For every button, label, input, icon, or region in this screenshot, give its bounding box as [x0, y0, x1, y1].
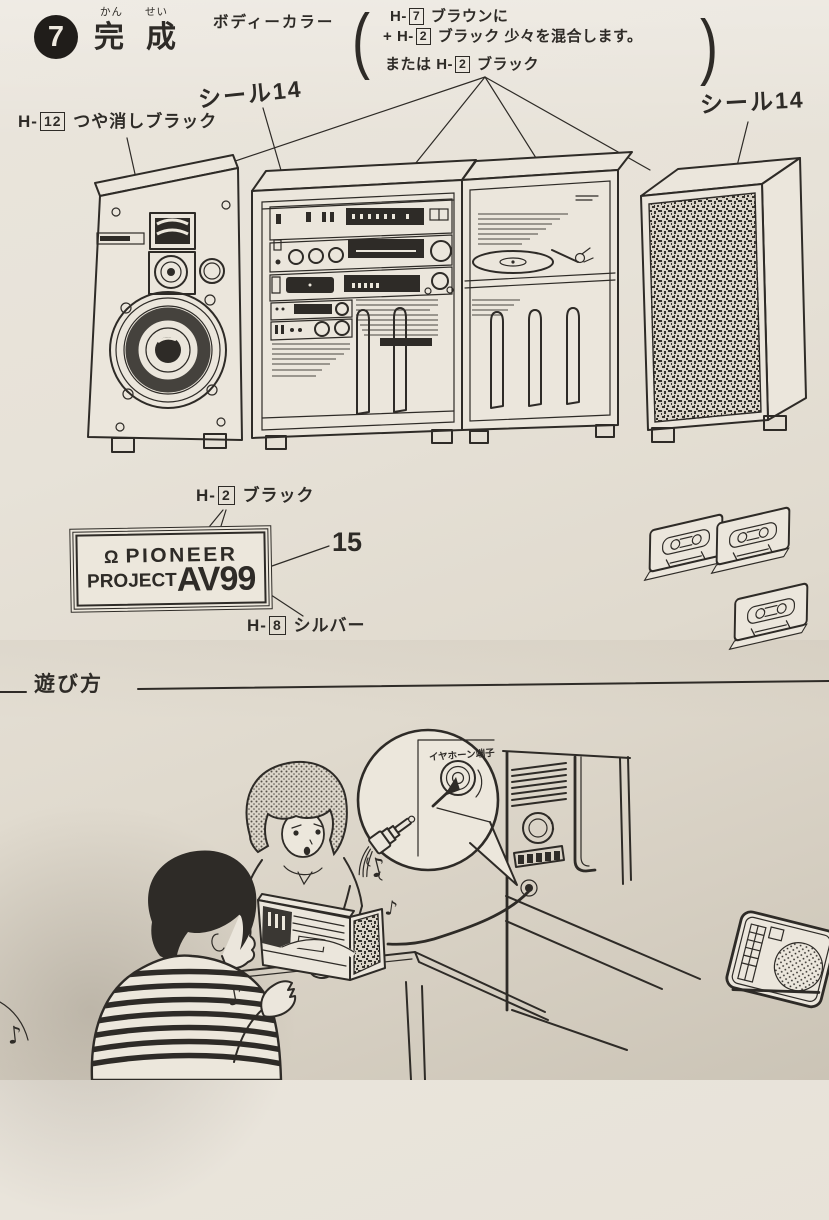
- amplifier-unit: [269, 234, 453, 273]
- matte-black-label: H-12 つや消しブラック: [18, 112, 218, 131]
- music-note-icon: ♪: [366, 852, 389, 885]
- paint-code-box: 12: [39, 112, 66, 131]
- paint-note-line2: + H-2 ブラック 少々を混合します。: [383, 28, 643, 45]
- audio-cord: [386, 889, 531, 946]
- eq-unit: [270, 299, 353, 321]
- furigana-sei: せい: [145, 6, 168, 18]
- paint-note-line3: または H-2 ブラック: [385, 56, 540, 73]
- paint-code-box: 8: [268, 616, 286, 635]
- large-stereo-unit: [502, 750, 701, 1051]
- record-dividers-right: [490, 307, 580, 409]
- boy-figure: [90, 850, 297, 1080]
- transistor-radio: [725, 910, 829, 1009]
- section-divider: [0, 680, 829, 693]
- pioneer-brand-text: PIONEER: [125, 543, 238, 568]
- center-cabinet-illustration: [251, 159, 477, 450]
- plate-core: Ω PIONEER PROJECT AV99: [75, 531, 267, 607]
- paint-code-box: 7: [408, 8, 425, 25]
- cassette-tapes-illustration: [643, 506, 809, 651]
- lid-shading: [478, 213, 568, 245]
- earphone-plug-icon: [358, 815, 416, 878]
- paint-note-line1: H-7 ブラウンに: [390, 8, 509, 25]
- paren-open: (: [352, 0, 370, 82]
- timer-unit: [270, 318, 353, 341]
- music-note-icon: ♪: [6, 1021, 24, 1050]
- black-label: H-2 ブラック: [196, 486, 315, 505]
- plate-inner-border: Ω PIONEER PROJECT AV99: [72, 528, 270, 610]
- illustration-canvas: .ln{stroke:#2e2b27;stroke-width:2;fill:n…: [0, 76, 829, 1080]
- model-stereo: [257, 893, 386, 981]
- cabinet-shading: [356, 299, 438, 336]
- play-section-heading: 遊び方: [34, 673, 103, 696]
- part-number-15: 15: [332, 527, 363, 557]
- play-scene-illustration: ♪ ♪ ♪ ♪: [0, 728, 829, 1080]
- step-number: 7: [47, 20, 65, 53]
- left-speaker-illustration: [87, 154, 243, 453]
- furigana-row: かん せい: [94, 6, 176, 19]
- girl-figure: [243, 760, 363, 979]
- music-note-icon: ♪: [383, 895, 399, 921]
- record-dividers: [356, 307, 407, 415]
- paren-close: ): [700, 6, 718, 88]
- sketch-fragment: [0, 1001, 29, 1041]
- step-title-text: 完 成: [94, 21, 176, 55]
- pioneer-logo-plate: Ω PIONEER PROJECT AV99: [69, 525, 273, 613]
- project-text: PROJECT: [86, 569, 177, 593]
- speech-bubble: [356, 728, 518, 886]
- paint-code-box: 2: [415, 28, 432, 45]
- turntable-cabinet-illustration: [461, 151, 633, 444]
- pioneer-tuning-fork-icon: Ω: [103, 546, 119, 567]
- body-color-label: ボディーカラー: [213, 14, 335, 31]
- furigana-kan: かん: [100, 6, 123, 18]
- step-number-badge: 7: [34, 15, 78, 59]
- silver-label: H-8 シルバー: [247, 616, 366, 635]
- tuner-unit: [269, 198, 453, 241]
- seal-14-label-right: シール14: [699, 86, 806, 118]
- step-title: かん せい 完 成: [94, 6, 176, 57]
- cassette-deck-unit: [269, 266, 454, 302]
- paint-code-box: 2: [455, 56, 471, 73]
- right-speaker-illustration: [640, 157, 807, 443]
- model-text: AV99: [176, 559, 256, 600]
- paint-code-box: 2: [217, 486, 235, 505]
- music-note-icon: ♪: [224, 979, 246, 1013]
